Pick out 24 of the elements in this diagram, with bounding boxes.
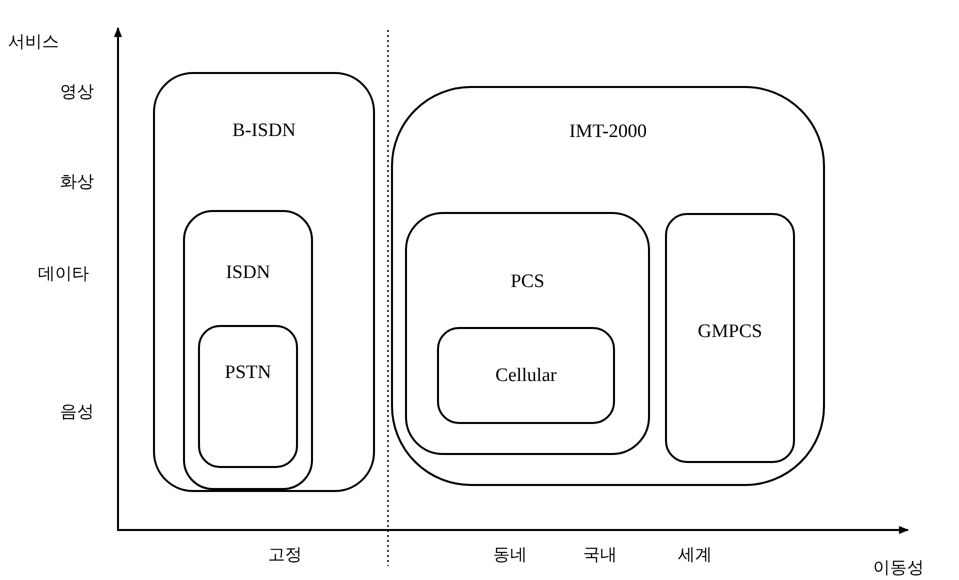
- box-label: ISDN: [224, 262, 272, 284]
- rounded-box: [153, 72, 375, 492]
- axis-label: 동네: [493, 545, 527, 565]
- rounded-box: [405, 212, 650, 455]
- box-label: Cellular: [494, 365, 558, 387]
- axis-label: 음성: [60, 402, 94, 422]
- axis-title: 서비스: [8, 32, 59, 52]
- axis-title: 이동성: [873, 558, 924, 578]
- box-label: PCS: [510, 271, 546, 293]
- rounded-box: [198, 325, 298, 468]
- box-label: IMT-2000: [568, 121, 648, 143]
- axis-label: 고정: [268, 545, 302, 565]
- axis-label: 영상: [60, 82, 94, 102]
- axis-label: 세계: [678, 545, 712, 565]
- box-label: PSTN: [224, 362, 272, 384]
- axis-label: 국내: [583, 545, 617, 565]
- axis-label: 데이타: [38, 264, 89, 284]
- rounded-box: [665, 213, 795, 463]
- box-label: B-ISDN: [231, 120, 297, 142]
- rounded-box: [391, 86, 825, 486]
- rounded-box: [183, 210, 313, 490]
- rounded-box: [437, 327, 615, 424]
- box-label: GMPCS: [696, 321, 764, 343]
- axis-label: 화상: [60, 172, 94, 192]
